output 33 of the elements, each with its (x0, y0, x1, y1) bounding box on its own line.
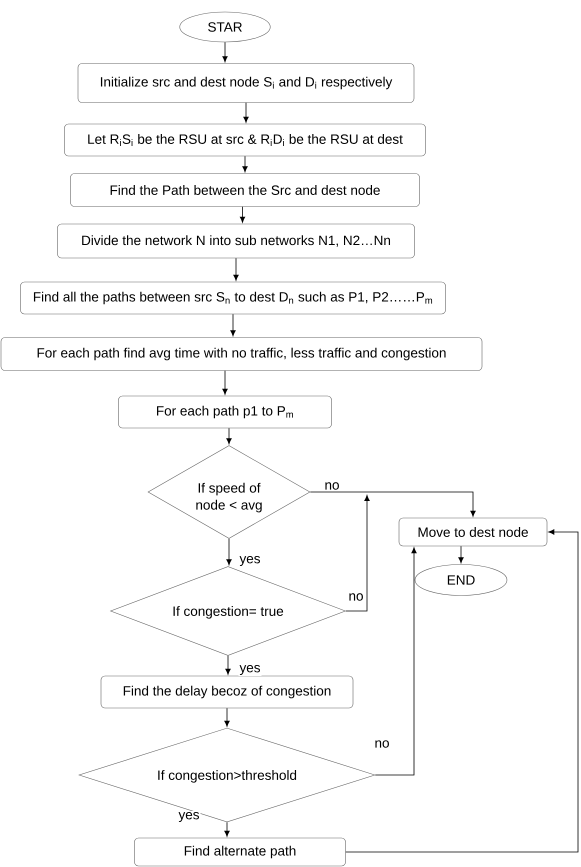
process-box: Divide the network N into sub networks N1, N2…Nn (57, 224, 415, 258)
arrow (345, 495, 370, 612)
arrow (222, 42, 228, 62)
arrow (240, 206, 246, 223)
arrow (458, 546, 464, 564)
arrow (222, 370, 228, 395)
edge-label: no (324, 481, 341, 491)
process-box: Find all the paths between src S$_{n}$ to dest D$_{n}$ such as P1, P2……P$_{m}$ (20, 282, 446, 314)
arrow (224, 708, 230, 727)
process-box: Initialize src and dest node S$_{i}$ and D$_{i}$ respectively (78, 63, 414, 103)
arrow (242, 156, 248, 172)
arrow (345, 529, 578, 852)
arrow (310, 492, 476, 517)
arrow (225, 655, 231, 675)
arrow (233, 258, 239, 281)
arrow (243, 102, 249, 123)
arrow (224, 822, 230, 837)
edge-label: yes (238, 664, 262, 676)
process-box: For each path find avg time with no traffic, less traffic and congestion (0, 337, 482, 371)
edge-label: no (374, 739, 391, 749)
edge-label: no (348, 592, 365, 602)
edge-label: yes (238, 554, 262, 568)
arrow (230, 314, 236, 336)
process-box: Let R$_{i}$S$_{i}$ be the RSU at src & R$_{i}$D$_{i}$ be the RSU at dest (64, 124, 426, 156)
process-box: Find the delay becoz of congestion (100, 676, 354, 708)
edge-label: yes (178, 810, 200, 824)
process-box: Find alternate path (134, 838, 346, 866)
process-box: For each path p1 to P$_{m}$ (118, 396, 332, 428)
arrow (374, 547, 417, 776)
process-box: Find the Path between the Src and dest node (70, 173, 420, 207)
arrow (226, 538, 232, 566)
arrow (226, 428, 232, 444)
process-box: Move to dest node (398, 518, 548, 546)
